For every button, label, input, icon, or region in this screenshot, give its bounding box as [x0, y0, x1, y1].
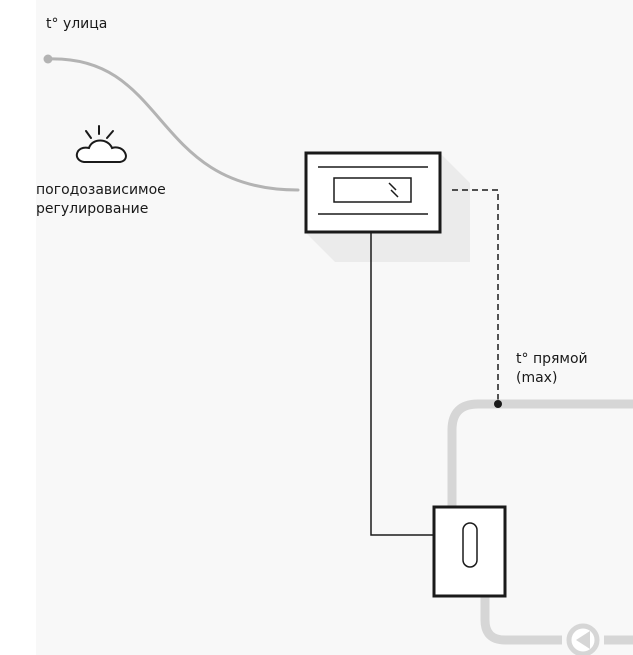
- sensor-icon: [432, 505, 507, 598]
- controller-shadow: [305, 153, 470, 262]
- supply-temp-label-line1: t° прямой: [516, 351, 588, 367]
- return-pipe: [480, 597, 562, 645]
- outdoor-sensor-point: [43, 54, 53, 64]
- supply-sensor-point: [494, 400, 502, 408]
- sun-cloud-icon: [75, 125, 127, 163]
- pump-icon: [566, 623, 600, 655]
- controller-icon: [304, 151, 442, 234]
- weather-control-label-line2: регулирование: [36, 201, 149, 217]
- control-wire: [370, 232, 433, 536]
- supply-sensor-wire: [452, 189, 499, 403]
- outdoor-sensor-wire: [46, 57, 300, 192]
- supply-temp-label-line2: (max): [516, 370, 558, 386]
- outdoor-temp-label: t° улица: [46, 16, 108, 32]
- background-panel: [36, 0, 633, 655]
- supply-pipe: [447, 399, 633, 510]
- weather-control-label-line1: погодозависимое: [36, 182, 166, 198]
